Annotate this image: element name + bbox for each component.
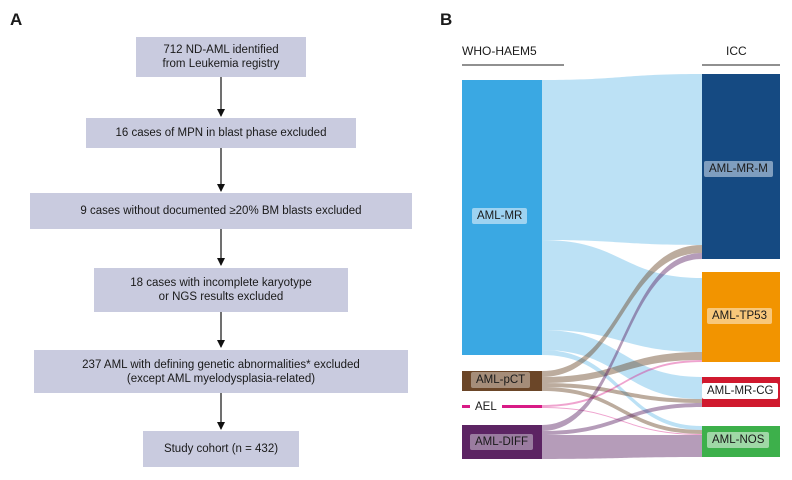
link-mr-to-nos — [542, 350, 702, 430]
node-label-aml-pct: AML-pCT — [471, 372, 531, 388]
link-diff-to-mrcg — [542, 403, 702, 435]
flow-step-karyotype-excluded-line-2: or NGS results excluded — [158, 291, 284, 303]
flow-step-identified-line-1: 712 ND-AML identified — [163, 44, 279, 56]
link-diff-to-mrm — [542, 253, 702, 431]
link-pct-to-nos — [542, 387, 702, 434]
link-pct-to-tp53 — [542, 352, 702, 383]
flow-step-genetic-excluded-line-1: 237 AML with defining genetic abnormalit… — [82, 358, 360, 371]
node-label-aml-nos: AML-NOS — [707, 432, 770, 448]
flow-step-karyotype-excluded: 18 cases with incomplete karyotype or NG… — [94, 268, 348, 312]
flow-step-blasts-excluded-line-1: 9 cases without documented ≥20% BM blast… — [80, 205, 362, 217]
link-mr-to-tp53 — [542, 240, 702, 352]
node-label-aml-mr-m: AML-MR-M — [704, 161, 773, 177]
link-diff-to-nos — [542, 435, 702, 459]
flow-step-study-cohort-line-1: Study cohort (n = 432) — [163, 443, 279, 455]
link-ael-to-tp53 — [542, 360, 702, 407]
link-mr-to-mrcg — [542, 330, 702, 399]
node-label-aml-mr-cg: AML-MR-CG — [702, 383, 779, 399]
node-label-aml-tp53: AML-TP53 — [707, 308, 772, 324]
node-label-aml-mr: AML-MR — [472, 208, 528, 224]
flow-step-blasts-excluded: 9 cases without documented ≥20% BM blast… — [30, 193, 412, 229]
flow-step-mpn-excluded: 16 cases of MPN in blast phase excluded — [86, 118, 356, 148]
flow-step-identified: 712 ND-AML identified from Leukemia regi… — [136, 37, 306, 77]
sankey-right-title: ICC — [726, 44, 747, 58]
flow-step-karyotype-excluded-line-1: 18 cases with incomplete karyotype — [130, 277, 312, 289]
sankey-diagram — [462, 64, 780, 459]
link-ael-to-nos — [542, 407, 702, 435]
link-mr-to-mrm — [542, 74, 702, 245]
panel-b-letter: B — [440, 10, 453, 29]
sankey-left-title: WHO-HAEM5 — [462, 44, 537, 58]
flow-step-genetic-excluded-line-2: (except AML myelodysplasia-related) — [126, 372, 316, 385]
flowchart-arrows — [217, 77, 225, 430]
sankey-links — [542, 74, 702, 459]
panel-a-letter: A — [10, 10, 23, 29]
flow-step-genetic-excluded: 237 AML with defining genetic abnormalit… — [34, 350, 408, 393]
node-label-aml-diff: AML-DIFF — [470, 434, 534, 450]
node-ael — [462, 405, 542, 408]
link-pct-to-mrm — [542, 245, 702, 377]
flow-step-study-cohort: Study cohort (n = 432) — [143, 431, 299, 467]
flow-step-mpn-excluded-line-1: 16 cases of MPN in blast phase excluded — [115, 127, 327, 139]
link-pct-to-mrcg — [542, 383, 702, 403]
node-label-ael: AEL — [470, 399, 502, 415]
flow-step-identified-line-2: from Leukemia registry — [162, 58, 280, 70]
